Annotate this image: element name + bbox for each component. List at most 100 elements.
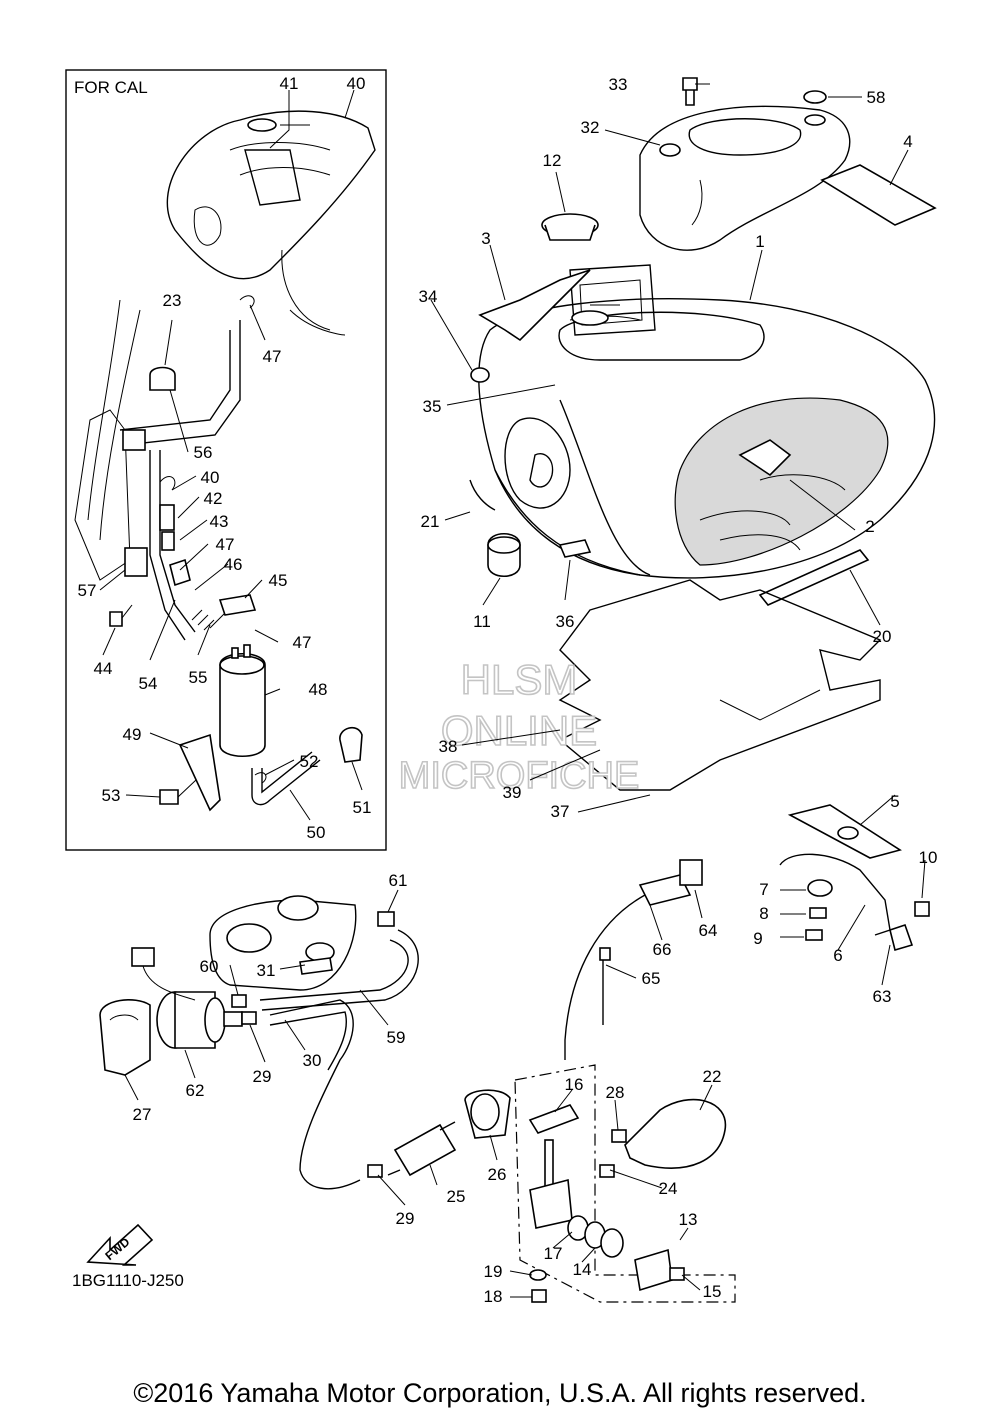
callout-43: 43	[210, 512, 229, 531]
callout-29b: 29	[396, 1209, 415, 1228]
inset-frame	[65, 69, 387, 851]
callout-35: 35	[423, 397, 442, 416]
clamp-60	[231, 994, 247, 1008]
callout-60: 60	[200, 957, 219, 976]
callout-20: 20	[873, 627, 892, 646]
callout-25: 25	[447, 1187, 466, 1206]
callout-59: 59	[387, 1028, 406, 1047]
throttle-body-sketch	[209, 895, 357, 991]
callout-17: 17	[544, 1244, 563, 1263]
clip-31	[299, 957, 333, 975]
callout-29a: 29	[253, 1067, 272, 1086]
clamp-28	[611, 1129, 627, 1143]
callout-56: 56	[194, 443, 213, 462]
clamp-29a	[241, 1011, 257, 1025]
watermark-line-2: ONLINE	[441, 707, 597, 754]
callout-47a: 47	[263, 347, 282, 366]
hose-22	[624, 1098, 727, 1169]
hose-59b	[261, 929, 419, 1011]
callout-45: 45	[269, 571, 288, 590]
screw-33	[682, 77, 698, 106]
pad-36	[558, 539, 592, 558]
bracket-26	[464, 1089, 511, 1139]
callout-16: 16	[565, 1075, 584, 1094]
callout-31: 31	[257, 961, 276, 980]
callout-65: 65	[642, 969, 661, 988]
inset-small-parts	[109, 295, 363, 812]
callout-19: 19	[484, 1262, 503, 1281]
callout-61: 61	[389, 871, 408, 890]
callout-30: 30	[303, 1051, 322, 1070]
callout-21: 21	[421, 512, 440, 531]
label-4	[820, 164, 937, 226]
callout-63: 63	[873, 987, 892, 1006]
callout-26: 26	[488, 1165, 507, 1184]
callout-2: 2	[865, 517, 874, 536]
callout-12: 12	[543, 151, 562, 170]
callout-6: 6	[833, 946, 842, 965]
watermark: HLSM ONLINE MICROFICHE	[398, 655, 640, 798]
callout-34: 34	[419, 287, 438, 306]
plug-58	[803, 90, 827, 104]
hose-21	[469, 479, 496, 511]
callout-49: 49	[123, 725, 142, 744]
callout-22: 22	[703, 1067, 722, 1086]
tank-cover	[639, 105, 851, 251]
hose-59	[259, 939, 409, 1001]
bracket-27	[99, 999, 151, 1076]
callout-57: 57	[78, 581, 97, 600]
inset-title: FOR CAL	[74, 78, 148, 97]
callout-41: 41	[280, 74, 299, 93]
callout-66: 66	[653, 940, 672, 959]
callout-11: 11	[473, 612, 491, 631]
callout-37: 37	[551, 802, 570, 821]
heat-shield	[558, 579, 882, 791]
callout-58: 58	[867, 88, 886, 107]
grommet-34	[470, 367, 490, 383]
callout-13: 13	[679, 1210, 698, 1229]
callout-10: 10	[919, 848, 938, 867]
callout-51: 51	[353, 798, 372, 817]
callout-32: 32	[581, 118, 600, 137]
callout-8: 8	[759, 904, 768, 923]
clamp-29b	[367, 1164, 383, 1178]
callout-44: 44	[94, 659, 113, 678]
copyright-notice: ©2016 Yamaha Motor Corporation, U.S.A. A…	[133, 1378, 867, 1408]
callout-47b: 47	[216, 535, 235, 554]
hose-30	[269, 999, 361, 1190]
clamp-61	[377, 911, 395, 927]
callout-7: 7	[759, 880, 768, 899]
callout-18: 18	[484, 1287, 503, 1306]
callout-36: 36	[556, 612, 575, 631]
callout-55: 55	[189, 668, 208, 687]
cap-12	[541, 213, 599, 241]
callout-3: 3	[481, 229, 490, 248]
callout-1: 1	[755, 232, 764, 251]
callout-64: 64	[699, 921, 718, 940]
callout-48: 48	[309, 680, 328, 699]
callout-38: 38	[439, 737, 458, 756]
hose-30b	[269, 1011, 347, 1071]
callout-9: 9	[753, 929, 762, 948]
callout-54: 54	[139, 674, 158, 693]
fuel-cock-group	[514, 1064, 736, 1303]
cable-64-66	[564, 859, 703, 1060]
inset-tank	[166, 110, 376, 336]
fuel-filter-25	[387, 1121, 457, 1177]
watermark-line-3: MICROFICHE	[399, 755, 640, 797]
callout-62: 62	[186, 1081, 205, 1100]
leader-lines	[99, 83, 926, 1298]
fwd-arrow: FWD	[86, 1223, 154, 1266]
fuel-tank	[478, 264, 936, 579]
callout-4: 4	[903, 132, 912, 151]
callout-5: 5	[890, 792, 899, 811]
callout-15: 15	[703, 1282, 722, 1301]
callout-42: 42	[204, 489, 223, 508]
bracket-5-6	[779, 804, 930, 952]
callout-24: 24	[659, 1179, 678, 1198]
inset-frame-rails	[74, 299, 241, 641]
watermark-line-1: HLSM	[461, 656, 578, 703]
callout-27: 27	[133, 1105, 152, 1124]
callout-28: 28	[606, 1083, 625, 1102]
